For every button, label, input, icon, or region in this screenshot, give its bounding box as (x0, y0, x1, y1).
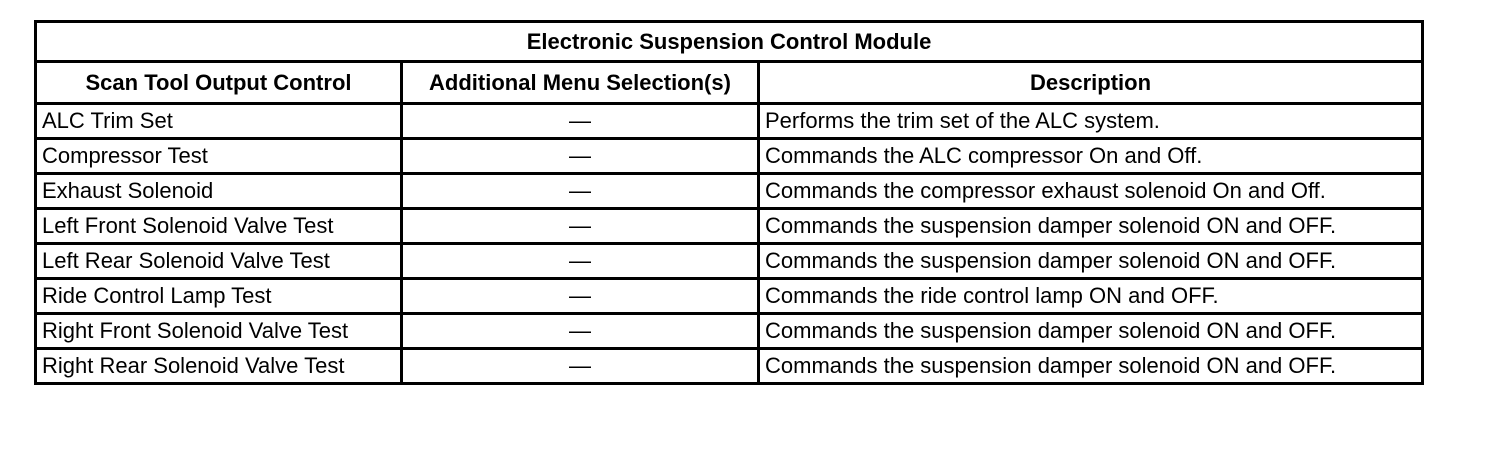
table-title: Electronic Suspension Control Module (33, 20, 1425, 63)
output-control-cell: Right Front Solenoid Valve Test (34, 312, 403, 350)
table-row: Compressor Test — Commands the ALC compr… (34, 137, 1425, 175)
menu-selection-cell: — (400, 102, 760, 140)
output-control-cell: Ride Control Lamp Test (34, 277, 403, 315)
description-cell: Commands the suspension damper solenoid … (756, 207, 1425, 245)
description-cell: Commands the suspension damper solenoid … (756, 312, 1425, 350)
table-row: Left Front Solenoid Valve Test — Command… (34, 207, 1425, 245)
menu-selection-cell: — (400, 277, 760, 315)
menu-selection-cell: — (400, 242, 760, 280)
header-description: Description (756, 60, 1425, 105)
description-cell: Commands the ALC compressor On and Off. (756, 137, 1425, 175)
table-row: Right Front Solenoid Valve Test — Comman… (34, 312, 1425, 350)
table-row: Right Rear Solenoid Valve Test — Command… (34, 347, 1425, 385)
header-additional-menu-selections: Additional Menu Selection(s) (400, 60, 760, 105)
menu-selection-cell: — (400, 347, 760, 385)
electronic-suspension-control-module-table: Electronic Suspension Control Module Sca… (33, 20, 1425, 385)
menu-selection-cell: — (400, 207, 760, 245)
table-title-row: Electronic Suspension Control Module (33, 20, 1425, 63)
output-control-cell: Exhaust Solenoid (34, 172, 403, 210)
output-control-cell: Left Front Solenoid Valve Test (34, 207, 403, 245)
header-scan-tool-output-control: Scan Tool Output Control (34, 60, 403, 105)
menu-selection-cell: — (400, 137, 760, 175)
table-header-row: Scan Tool Output Control Additional Menu… (34, 60, 1425, 105)
menu-selection-cell: — (400, 172, 760, 210)
description-cell: Commands the ride control lamp ON and OF… (756, 277, 1425, 315)
description-cell: Performs the trim set of the ALC system. (756, 102, 1425, 140)
menu-selection-cell: — (400, 312, 760, 350)
output-control-cell: Right Rear Solenoid Valve Test (34, 347, 403, 385)
table-row: Ride Control Lamp Test — Commands the ri… (34, 277, 1425, 315)
table-row: Exhaust Solenoid — Commands the compress… (34, 172, 1425, 210)
table-row: Left Rear Solenoid Valve Test — Commands… (34, 242, 1425, 280)
description-cell: Commands the compressor exhaust solenoid… (756, 172, 1425, 210)
description-cell: Commands the suspension damper solenoid … (756, 242, 1425, 280)
output-control-cell: Left Rear Solenoid Valve Test (34, 242, 403, 280)
description-cell: Commands the suspension damper solenoid … (756, 347, 1425, 385)
output-control-cell: ALC Trim Set (34, 102, 403, 140)
table-row: ALC Trim Set — Performs the trim set of … (34, 102, 1425, 140)
output-control-cell: Compressor Test (34, 137, 403, 175)
